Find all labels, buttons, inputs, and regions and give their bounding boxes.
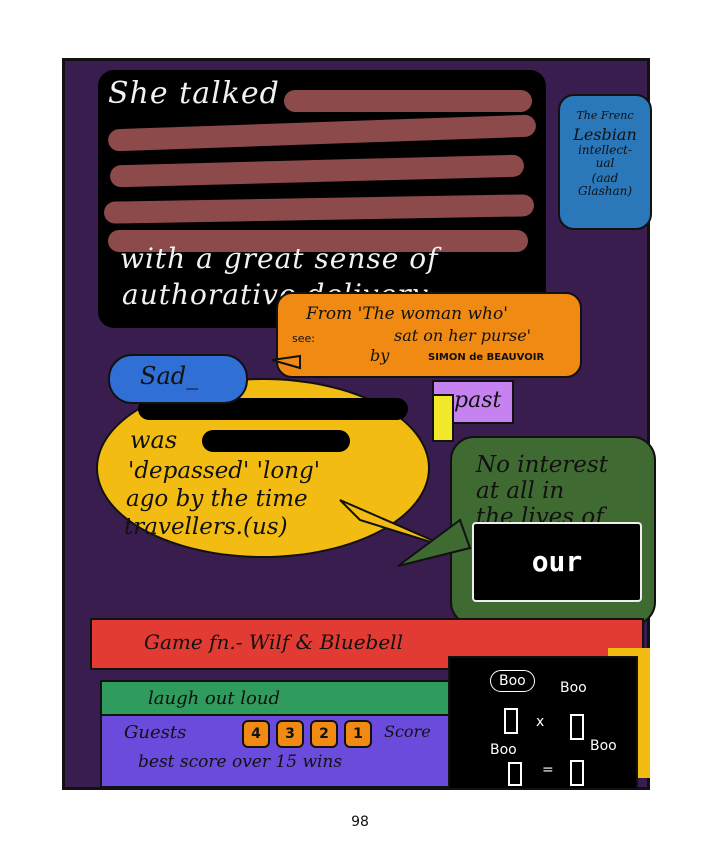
yellow-line-4: travellers.(us) <box>124 514 288 540</box>
chalk-board: She talked with a great sense of authora… <box>98 70 546 328</box>
best-score-text: best score over 15 wins <box>138 752 343 772</box>
author-name: SIMON de BEAUVOIR <box>428 352 545 363</box>
guests-label: Guests <box>124 722 187 743</box>
green-line-2: at all in <box>476 478 565 504</box>
past-text: past <box>454 388 502 413</box>
green-tail <box>397 518 472 567</box>
boo-label: Boo <box>590 738 617 754</box>
orange-line-2: sat on her purse' <box>394 326 532 345</box>
blue-note-line-3: intellect- <box>578 142 632 157</box>
blue-note-line-1: The Frenc <box>576 109 634 122</box>
score-cell: 2 <box>310 720 338 748</box>
boo-board: Boo Boo Boo Boo x = <box>448 656 638 790</box>
boo-label: Boo <box>490 742 517 758</box>
chalk-shape <box>570 714 584 740</box>
score-label: Score <box>384 722 431 741</box>
chalk-line-1: She talked <box>108 76 280 111</box>
yellow-line-3: ago by the time <box>126 486 308 512</box>
sad-bubble: Sad_ <box>108 354 248 404</box>
blue-note-line-6: Glashan) <box>577 184 633 199</box>
by-label: by <box>370 346 390 365</box>
equals-sign: = <box>542 762 554 778</box>
boo-label: Boo <box>490 670 535 692</box>
sad-text: Sad_ <box>140 362 199 390</box>
chalk-line-2: with a great sense of <box>120 242 439 275</box>
blue-note-line-4: ual <box>595 155 615 170</box>
yellow-line-2: 'depassed' 'long' <box>128 458 321 484</box>
page-number: 98 <box>351 814 369 830</box>
yellow-line-1: was <box>130 426 178 454</box>
score-cell: 1 <box>344 720 372 748</box>
yellow-speech-bubble: was 'depassed' 'long' ago by the time tr… <box>96 378 430 558</box>
boo-label: Boo <box>560 680 587 696</box>
blue-note: The Frenc Lesbian intellect- ual (aad Gl… <box>558 94 652 230</box>
yellow-tail <box>339 499 451 549</box>
redaction-bar <box>108 230 528 252</box>
game-text: Game fn.- Wilf & Bluebell <box>144 630 403 654</box>
redaction-bar <box>284 90 532 112</box>
laugh-text: laugh out loud <box>148 688 281 709</box>
chalk-shape <box>570 760 584 786</box>
score-cell: 3 <box>276 720 304 748</box>
chalk-shape <box>508 762 522 786</box>
blue-note-line-5: (aad <box>591 171 619 186</box>
orange-caption: From 'The woman who' sat on her purse' s… <box>276 292 582 378</box>
score-cell: 4 <box>242 720 270 748</box>
chalk-shape <box>504 708 518 734</box>
see-label: see: <box>292 332 315 345</box>
orange-tail <box>271 354 301 370</box>
blue-note-line-2: Lesbian <box>573 125 637 145</box>
multiply-sign: x <box>536 714 545 730</box>
redaction-bar <box>202 430 350 452</box>
green-line-1: No interest <box>476 452 608 478</box>
game-bar: Game fn.- Wilf & Bluebell <box>90 618 644 670</box>
past-yellow-strip <box>432 394 454 442</box>
orange-line-1: From 'The woman who' <box>306 304 508 324</box>
